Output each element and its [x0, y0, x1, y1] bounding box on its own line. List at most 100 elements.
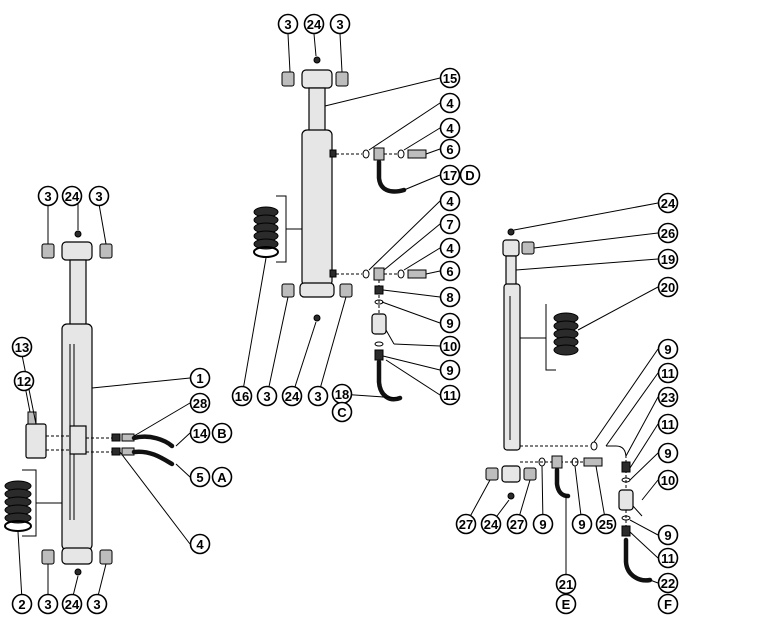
callout-ring: [439, 312, 461, 334]
callout-c-b-4c: 4: [439, 190, 461, 212]
callout-c-a-24b: 24: [61, 593, 83, 615]
callout-c-b-D: D: [459, 164, 481, 186]
callout-c-c-F: F: [657, 593, 679, 615]
callout-ring: [657, 276, 679, 298]
callout-label: 9: [446, 363, 453, 378]
callout-ring: [506, 513, 528, 535]
elbow-fitting: [606, 445, 627, 459]
callout-label: 28: [193, 396, 207, 411]
callout-c-b-3bl: 3: [256, 385, 278, 407]
callout-label: 11: [661, 366, 675, 381]
grease-fitting-part: [313, 314, 321, 322]
callout-c-a-2: 2: [11, 593, 33, 615]
callout-c-c-24: 24: [657, 192, 679, 214]
grease-fitting-part: [74, 568, 82, 576]
callout-ring: [439, 335, 461, 357]
callout-c-c-26: 26: [657, 222, 679, 244]
callout-label: 3: [95, 189, 102, 204]
callout-ring: [211, 466, 233, 488]
callout-label: 4: [446, 194, 454, 209]
callout-label: 25: [599, 517, 613, 532]
callout-c-a-3br: 3: [86, 593, 108, 615]
callout-ring: [657, 442, 679, 464]
callout-ring: [595, 513, 617, 535]
check-valve: [371, 313, 387, 335]
callout-c-c-27l: 27: [455, 513, 477, 535]
callout-c-b-4a: 4: [439, 92, 461, 114]
callout-label: 4: [196, 537, 204, 552]
callout-ring: [439, 213, 461, 235]
hose-f: [623, 537, 653, 583]
bushing-part: [335, 71, 349, 87]
callout-ring: [61, 593, 83, 615]
callout-c-b-11: 11: [439, 384, 461, 406]
callout-label: 15: [443, 71, 457, 86]
callout-c-b-7: 7: [439, 213, 461, 235]
callout-ring: [11, 336, 33, 358]
callout-c-a-3r: 3: [88, 185, 110, 207]
callout-ring: [439, 164, 461, 186]
callout-label: 9: [578, 517, 585, 532]
callout-label: 24: [661, 196, 676, 211]
callout-ring: [657, 338, 679, 360]
callout-ring: [555, 573, 577, 595]
callout-c-c-22: 22: [657, 572, 679, 594]
callout-label: 12: [17, 374, 31, 389]
callout-c-c-E: E: [555, 593, 577, 615]
callout-label: 7: [446, 217, 453, 232]
callout-label: 6: [446, 264, 453, 279]
callout-ring: [657, 222, 679, 244]
grease-fitting-part: [313, 56, 321, 64]
callout-label: E: [562, 597, 571, 612]
callout-ring: [439, 359, 461, 381]
callout-label: 9: [664, 342, 671, 357]
callout-label: 8: [446, 290, 453, 305]
callout-c-c-9b: 9: [657, 442, 679, 464]
callout-ring: [231, 385, 253, 407]
callout-label: 11: [443, 388, 457, 403]
callout-c-b-17: 17: [439, 164, 461, 186]
grease-fitting-part: [507, 492, 515, 500]
callout-label: 3: [314, 389, 321, 404]
callout-ring: [277, 13, 299, 35]
callout-ring: [455, 513, 477, 535]
callout-label: 1: [196, 371, 203, 386]
callout-c-c-11a: 11: [657, 362, 679, 384]
callout-label: 3: [44, 597, 51, 612]
callout-ring: [189, 422, 211, 444]
callout-ring: [657, 469, 679, 491]
fitting-part: [111, 433, 121, 442]
callout-c-a-24t: 24: [61, 185, 83, 207]
callout-label: 6: [446, 142, 453, 157]
cylinder-assembly-b: [241, 33, 441, 402]
bushing-part: [41, 243, 55, 259]
callout-ring: [189, 392, 211, 414]
callout-ring: [256, 385, 278, 407]
callout-c-b-18: 18: [331, 383, 353, 405]
callout-ring: [329, 13, 351, 35]
callout-c-b-24t: 24: [303, 13, 325, 35]
callout-c-a-12: 12: [13, 370, 35, 392]
callout-ring: [303, 13, 325, 35]
callout-label: 19: [661, 252, 675, 267]
callout-c-a-3l: 3: [37, 185, 59, 207]
callout-label: 4: [446, 121, 454, 136]
callout-label: 9: [446, 316, 453, 331]
bushing-part: [281, 71, 295, 87]
callout-c-c-27r: 27: [506, 513, 528, 535]
bushing-part: [485, 467, 499, 481]
callout-label: 23: [661, 390, 675, 405]
callout-ring: [439, 117, 461, 139]
bushing-part: [99, 243, 113, 259]
callout-ring: [281, 385, 303, 407]
callout-ring: [657, 248, 679, 270]
callout-c-c-11b: 11: [657, 413, 679, 435]
callout-label: 24: [307, 17, 322, 32]
callout-label: D: [465, 168, 474, 183]
callout-c-b-8: 8: [439, 286, 461, 308]
cylinder-assembly-c: [465, 202, 659, 584]
callout-ring: [307, 385, 329, 407]
callout-ring: [11, 593, 33, 615]
valve-cap: [27, 411, 37, 425]
banjo-fitting: [551, 455, 563, 469]
